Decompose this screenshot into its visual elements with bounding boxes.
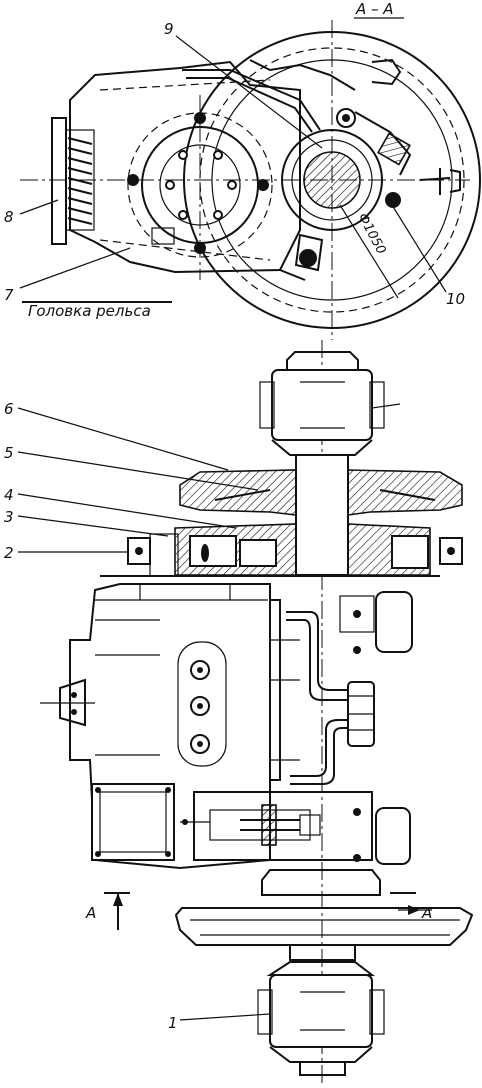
callout-2: 2 (4, 544, 14, 562)
section-marker-right: А (390, 892, 432, 922)
callout-7: 7 (4, 286, 14, 304)
section-marker-left: А (85, 892, 130, 930)
section-label: А – А (355, 0, 394, 18)
svg-text:А: А (421, 904, 432, 922)
callout-8: 8 (4, 208, 14, 226)
callout-4: 4 (4, 486, 14, 504)
traction-motor-housing (40, 583, 300, 870)
section-view-a-a: Ф1050 Головка рельса А – А (20, 0, 481, 340)
callout-leaders (17, 35, 447, 1021)
axle-shaft (295, 454, 349, 576)
rail-head-label: Головка рельса (28, 302, 151, 320)
spring-unit (51, 117, 95, 245)
upper-wheel (179, 469, 463, 516)
suspension-bar (182, 69, 321, 133)
callout-6: 6 (4, 400, 14, 418)
lower-axle-box (257, 961, 385, 1076)
plan-view: А А (40, 340, 474, 1085)
lower-wheel (174, 869, 474, 961)
callout-3: 3 (4, 508, 14, 526)
svg-text:А: А (85, 904, 96, 922)
gear-wheel (100, 523, 463, 577)
diameter-label: Ф1050 (354, 211, 388, 257)
callout-9: 9 (164, 20, 174, 38)
upper-axle-box (259, 351, 401, 456)
callout-5: 5 (4, 444, 14, 462)
callout-10: 10 (446, 290, 465, 308)
pipes-and-terminal (286, 591, 413, 785)
lower-drive-assembly (180, 791, 411, 865)
flange-bolts (127, 112, 269, 254)
callout-1: 1 (168, 1014, 178, 1032)
